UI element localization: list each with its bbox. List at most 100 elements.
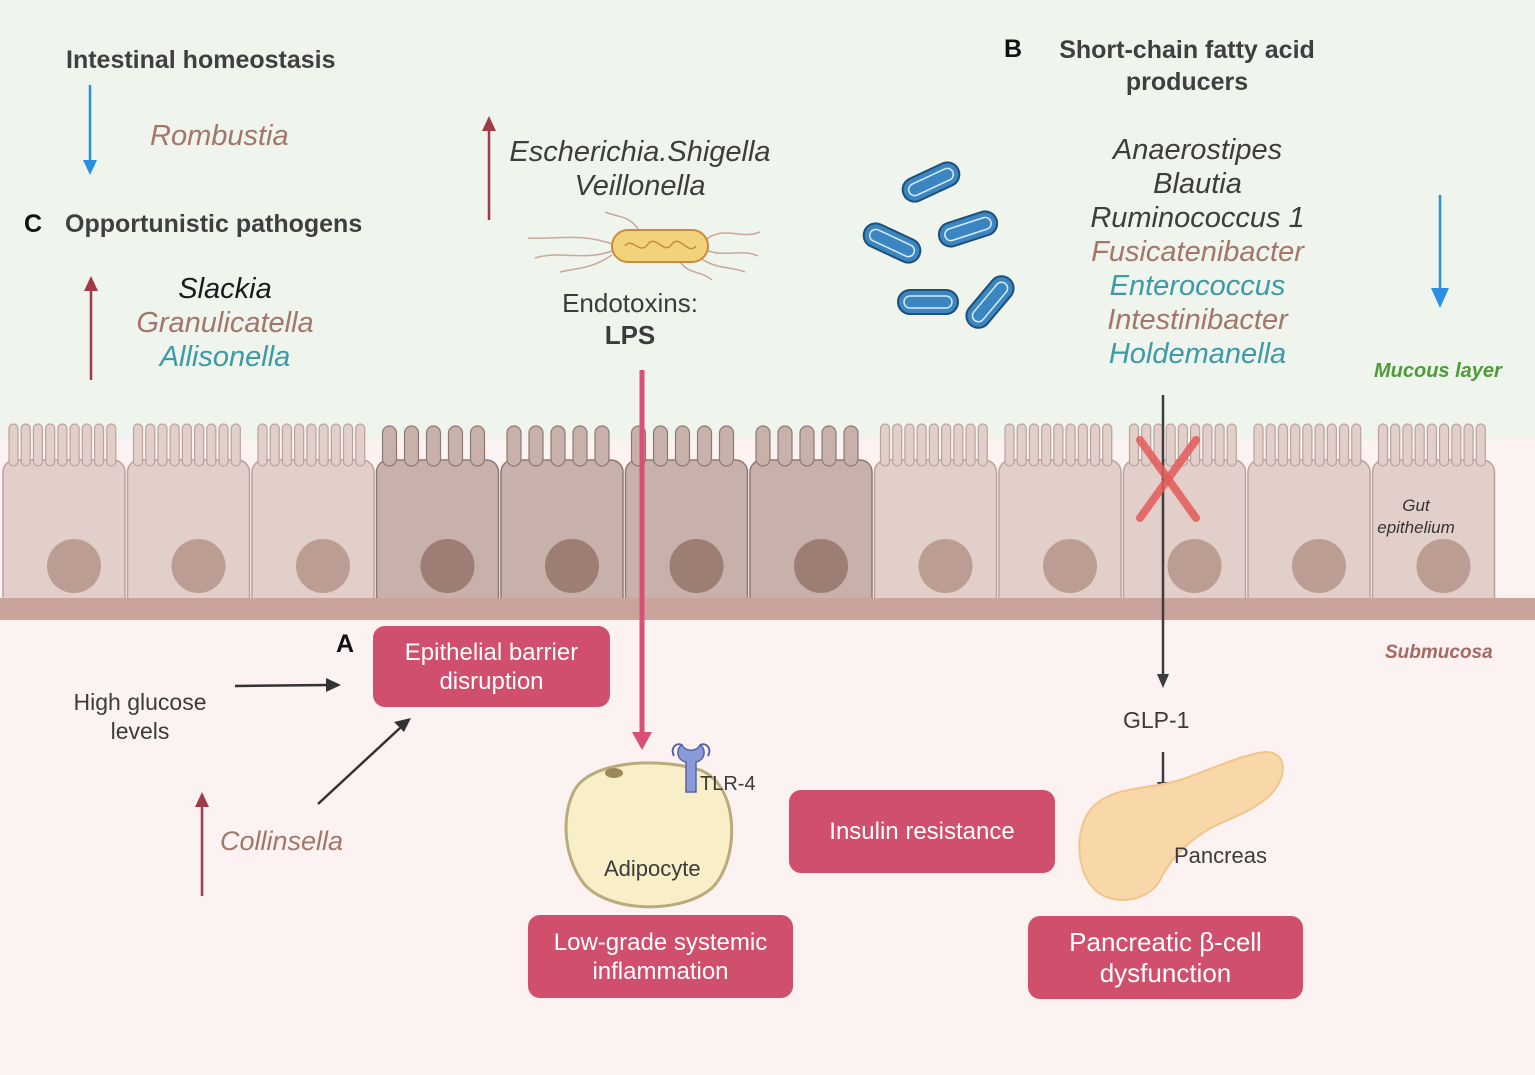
rombustia-label: Rombustia (150, 120, 289, 152)
insulin-resistance-box: Insulin resistance (789, 790, 1055, 873)
section-c-letter: C (24, 210, 43, 238)
pancreas-organ-icon (1078, 750, 1284, 902)
microvillus (1326, 423, 1337, 467)
microvillus (953, 423, 964, 467)
microvillus (879, 423, 891, 467)
microvillus (1351, 423, 1362, 467)
gut-epithelium-line1: Gut (1402, 496, 1430, 515)
beta-cell-box-line2: dysfunction (1099, 957, 1232, 988)
microvillus (1202, 423, 1213, 467)
microvillus (218, 423, 229, 467)
cell-nucleus (47, 539, 101, 593)
microvillus (32, 423, 44, 467)
scfa-heading-line1: Short-chain fatty acid (1059, 36, 1315, 64)
taxon-enterococcus: Enterococcus (1109, 270, 1286, 302)
opportunistic-pathogens-heading: Opportunistic pathogens (65, 210, 363, 238)
collinsella-arrow-head (394, 718, 411, 732)
microvillus (977, 423, 988, 467)
microvillus (528, 425, 544, 467)
microvillus (652, 425, 669, 467)
submucosa-label: Submucosa (1385, 642, 1493, 663)
microvillus (1253, 423, 1264, 467)
microvillus (506, 425, 522, 467)
tlr4-label: TLR-4 (700, 773, 756, 795)
cell-nucleus (1416, 539, 1471, 593)
microvillus (904, 423, 915, 467)
microvillus (1390, 423, 1401, 467)
lps-arrow-head (632, 732, 652, 750)
microvillus (1226, 423, 1237, 467)
collinsella-label: Collinsella (220, 826, 344, 856)
glucose-arrow-head (326, 678, 341, 692)
microvillus (425, 425, 442, 467)
microvillus (965, 423, 976, 467)
microvillus (157, 423, 168, 467)
microvillus (941, 423, 952, 467)
microvillus (1089, 423, 1101, 467)
microvillus (821, 425, 837, 467)
microvillus (1338, 423, 1350, 467)
microvillus (381, 425, 398, 467)
microvillus (1377, 423, 1389, 467)
microvillus (330, 423, 341, 467)
lps-label: LPS (604, 320, 656, 350)
opportunistic-up-arrow-head (84, 276, 98, 291)
cell-nucleus (296, 539, 350, 593)
taxon-slackia: Slackia (178, 273, 272, 305)
microvillus (45, 423, 56, 467)
lumen-background (0, 0, 1535, 440)
glucose-arrow (234, 683, 329, 688)
taxon-intestinibacter: Intestinibacter (1107, 304, 1288, 336)
scfa-heading-line2: producers (1125, 68, 1249, 96)
microvillus (843, 425, 859, 467)
adipocyte-label: Adipocyte (604, 856, 701, 881)
microvillus (1065, 423, 1076, 467)
microvillus (1165, 423, 1176, 467)
collinsella-arrow (317, 727, 401, 805)
microvillus (1041, 423, 1052, 467)
cell-nucleus (1167, 539, 1222, 593)
taxon-escherichia-shigella: Escherichia.Shigella (509, 136, 771, 168)
gram-negative-bacterium-icon (527, 211, 761, 281)
microvillus (469, 425, 486, 467)
microvillus (755, 425, 771, 467)
microvillus (106, 423, 117, 467)
scfa-taxa-list: Anaerostipes Blautia Ruminococcus 1 Fusi… (1050, 133, 1345, 371)
microvillus (206, 423, 217, 467)
microvillus (550, 425, 566, 467)
microvillus (1426, 423, 1437, 467)
microvillus (1102, 423, 1113, 467)
inflammation-box-line1: Low-grade systemic (553, 928, 768, 956)
microvillus (928, 423, 939, 467)
microvillus (194, 423, 205, 467)
microvillus (799, 425, 815, 467)
microvillus (93, 423, 105, 467)
microvillus (145, 423, 156, 467)
basement-membrane (0, 598, 1535, 620)
section-a-letter: A (336, 630, 355, 658)
microvillus (1277, 423, 1289, 467)
tlr4-receptor-icon (671, 743, 711, 793)
high-glucose-label: High glucose levels (50, 688, 230, 746)
microvillus (1265, 423, 1276, 467)
microvillus (1016, 423, 1027, 467)
microvillus (1414, 423, 1425, 467)
microvillus (1290, 423, 1301, 467)
microvillus (1314, 423, 1325, 467)
microvillus (181, 423, 192, 467)
intestinal-homeostasis-heading: Intestinal homeostasis (66, 46, 336, 74)
microvillus (1214, 423, 1225, 467)
microvillus (8, 423, 19, 467)
taxon-ruminococcus-1: Ruminococcus 1 (1090, 202, 1305, 234)
microvillus (1475, 423, 1486, 467)
microvillus (318, 423, 329, 467)
microvillus (57, 423, 68, 467)
endotoxin-up-arrow-head (482, 116, 496, 131)
opportunistic-taxa-list: Slackia Granulicatella Allisonella (100, 272, 350, 374)
cell-nucleus (545, 539, 599, 593)
microvillus (696, 425, 713, 467)
microvillus (294, 423, 305, 467)
cell-nucleus (171, 539, 226, 593)
adipocyte-cell-icon (564, 761, 734, 909)
